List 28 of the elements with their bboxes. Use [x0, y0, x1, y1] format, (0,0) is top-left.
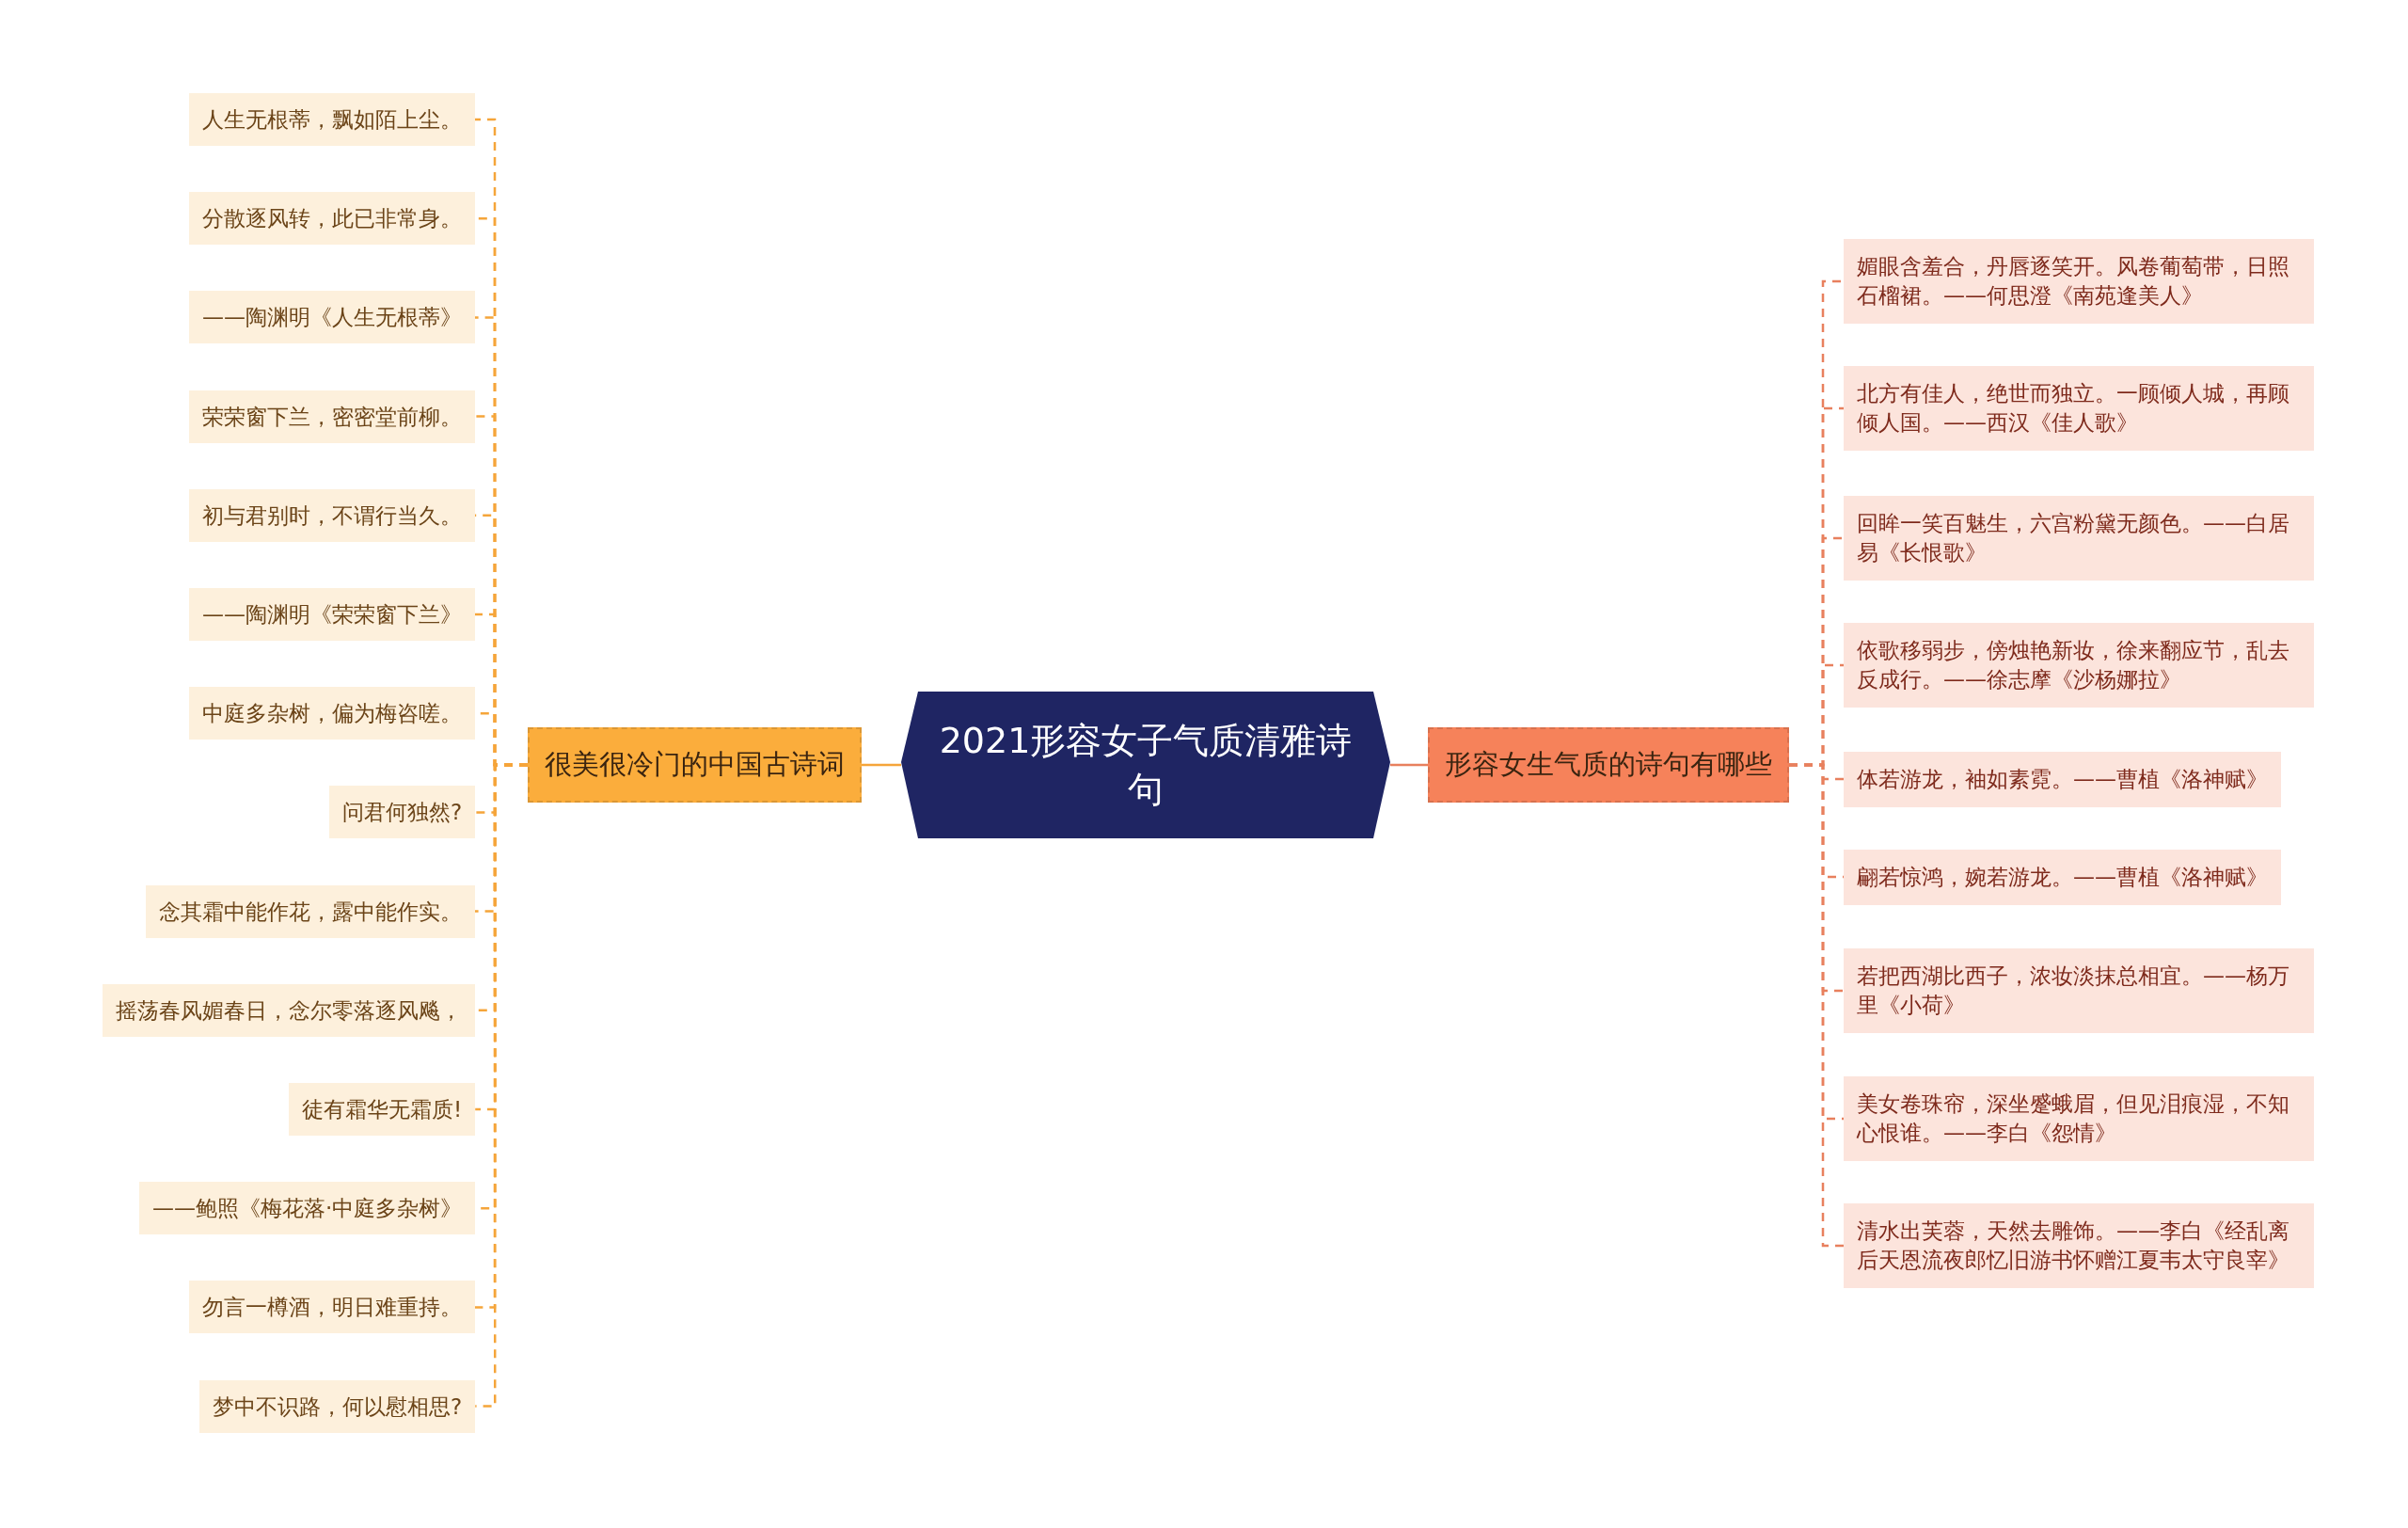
- poem-box: 念其霜中能作花，露中能作实。: [146, 884, 475, 938]
- poem-box: 中庭多杂树，偏为梅咨嗟。: [189, 687, 475, 740]
- poem-box: 荣荣窗下兰，密密堂前柳。: [189, 390, 475, 443]
- poem-box: 徒有霜华无霜质!: [289, 1083, 476, 1136]
- topic-hexagon: 2021形容女子气质清雅诗句: [901, 692, 1390, 838]
- poem-box: 人生无根蒂，飘如陌上尘。: [189, 93, 475, 146]
- poem-box: 梦中不识路，何以慰相思?: [199, 1379, 476, 1433]
- poem-box: 分散逐风转，此已非常身。: [189, 192, 475, 246]
- poem-box: 回眸一笑百魅生，六宫粉黛无颜色。——白居易《长恨歌》: [1844, 496, 2314, 581]
- poem-box: ——陶渊明《人生无根蒂》: [189, 291, 475, 344]
- poem-box: ——陶渊明《荣荣窗下兰》: [189, 588, 475, 641]
- poem-box: 清水出芙蓉，天然去雕饰。——李白《经乱离后天恩流夜郎忆旧游书怀赠江夏韦太守良宰》: [1844, 1203, 2314, 1288]
- poem-box: 若把西湖比西子，浓妆淡抹总相宜。——杨万里《小荷》: [1844, 948, 2314, 1033]
- poem-box: 依歌移弱步，傍烛艳新妆，徐来翻应节，乱去反成行。——徐志摩《沙杨娜拉》: [1844, 623, 2314, 708]
- connector-line: [1390, 763, 1428, 767]
- poem-box: 勿言一樽酒，明日难重持。: [189, 1281, 475, 1334]
- branch-box: 很美很冷门的中国古诗词: [528, 727, 862, 803]
- connector-line: [862, 763, 901, 767]
- poem-box: 媚眼含羞合，丹唇逐笑开。风卷葡萄带，日照石榴裙。——何思澄《南苑逢美人》: [1844, 239, 2314, 324]
- poem-box: 初与君别时，不谓行当久。: [189, 488, 475, 542]
- poem-box: 体若游龙，袖如素霓。——曹植《洛神赋》: [1844, 751, 2281, 807]
- poem-box: 北方有佳人，绝世而独立。一顾倾人城，再顾倾人国。——西汉《佳人歌》: [1844, 366, 2314, 451]
- poem-box: ——鲍照《梅花落·中庭多杂树》: [139, 1182, 476, 1235]
- poem-box: 美女卷珠帘，深坐蹙蛾眉，但见泪痕湿，不知心恨谁。——李白《怨情》: [1844, 1076, 2314, 1161]
- branch-box: 形容女生气质的诗句有哪些: [1428, 727, 1789, 803]
- poem-box: 摇荡春风媚春日，念尔零落逐风飚，: [103, 983, 475, 1037]
- poem-box: 问君何独然?: [329, 786, 476, 839]
- poem-box: 翩若惊鸿，婉若游龙。——曹植《洛神赋》: [1844, 849, 2281, 905]
